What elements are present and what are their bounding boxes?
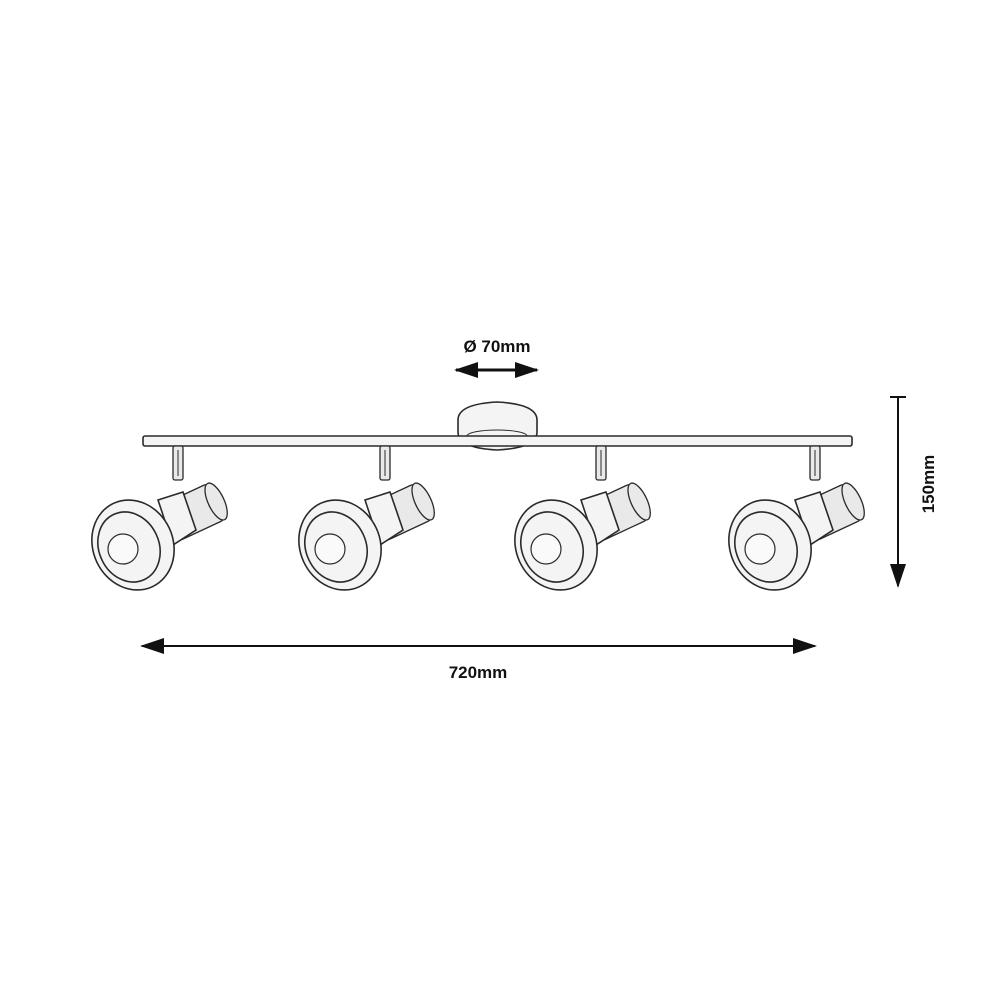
diameter-label: Ø 70mm xyxy=(463,337,530,356)
mounting-bar xyxy=(142,435,853,447)
spotlight-3 xyxy=(499,445,656,605)
spotlight-2 xyxy=(283,445,440,605)
spotlight-1 xyxy=(76,445,233,605)
width-label: 720mm xyxy=(449,663,508,682)
spotlight-4 xyxy=(713,445,870,605)
height-label: 150mm xyxy=(919,455,938,514)
